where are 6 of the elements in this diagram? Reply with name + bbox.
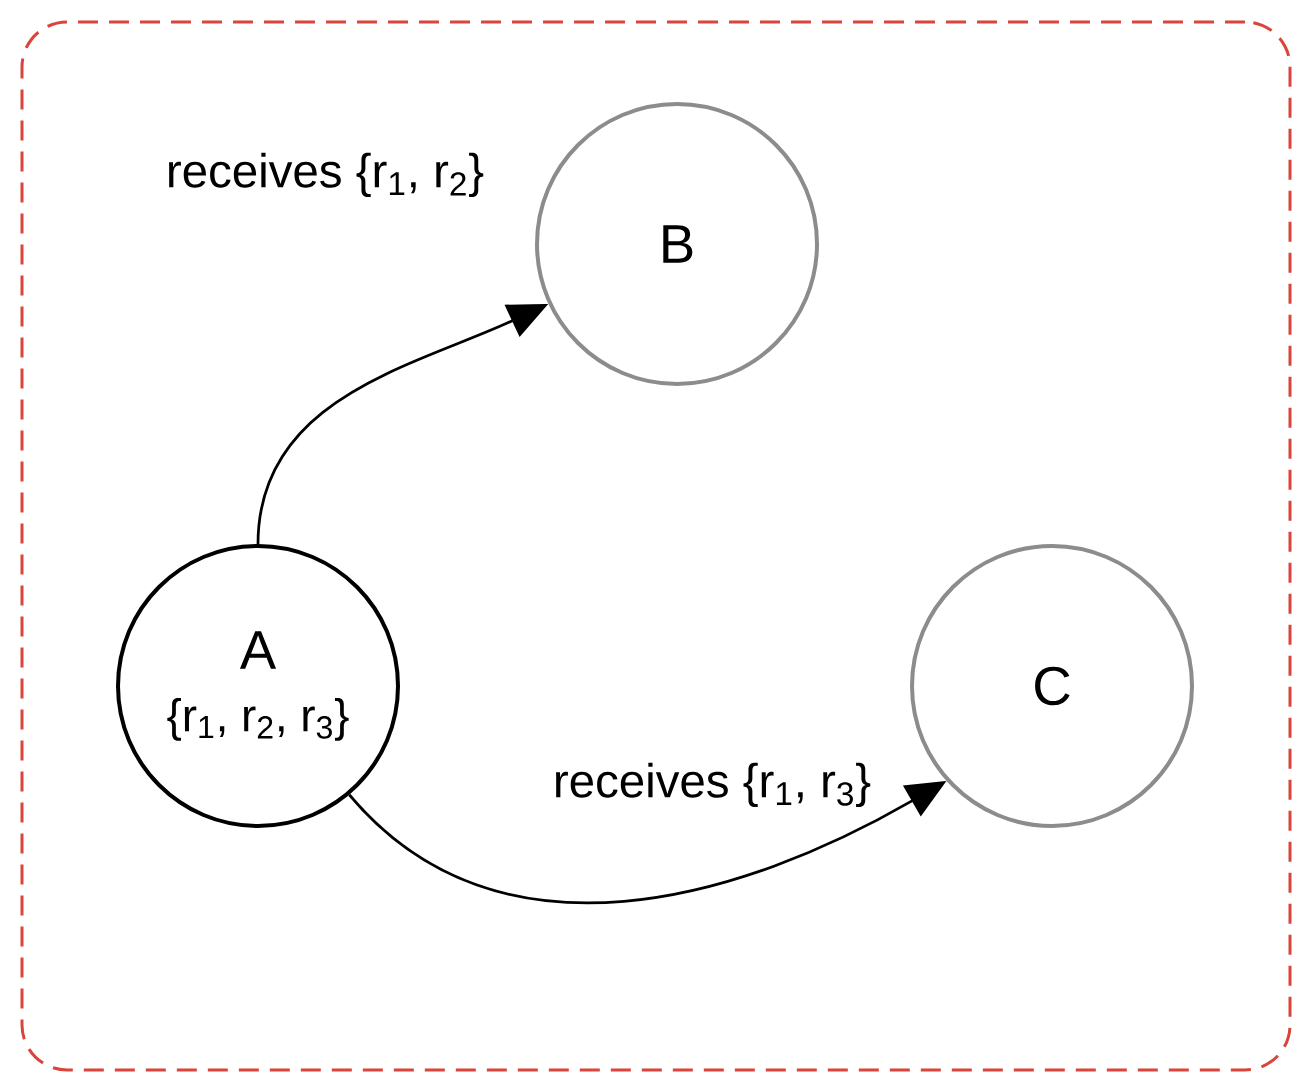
edge-label: receives {r$_{1}$, r$_{2}$} bbox=[162, 149, 488, 201]
circle-node: A {r$_{1}$, r$_{2}$, r$_{3}$} bbox=[116, 544, 400, 828]
edge-label: receives {r$_{1}$, r$_{3}$} bbox=[549, 759, 875, 811]
dashed-frame bbox=[20, 20, 1292, 1072]
circle-node: C bbox=[910, 544, 1194, 828]
circle-node: B bbox=[535, 102, 819, 386]
